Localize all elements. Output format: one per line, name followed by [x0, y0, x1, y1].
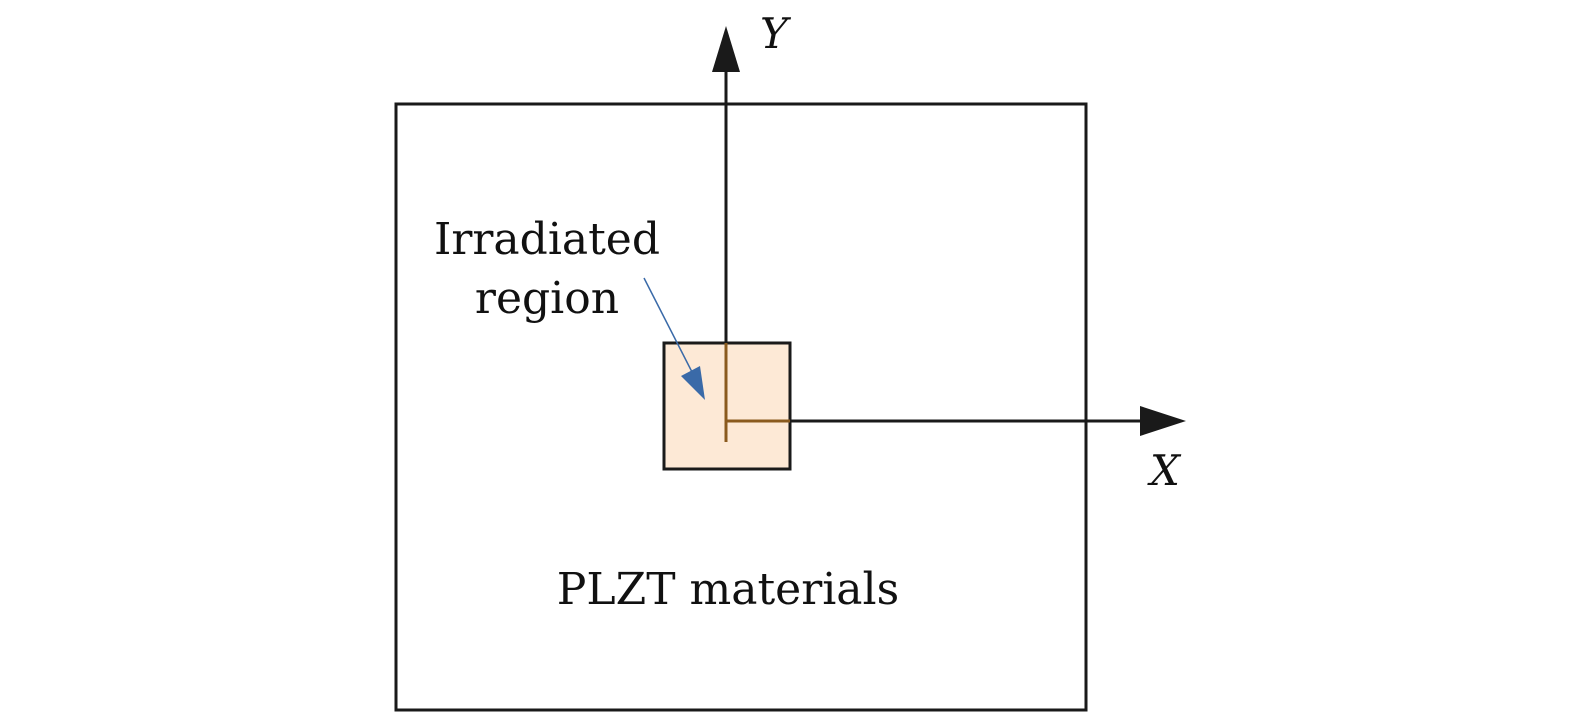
plzt-material-block	[394, 102, 1088, 712]
irradiated-label-line2: region	[475, 273, 619, 324]
y-axis-label: Y	[760, 9, 792, 58]
irradiated-label-line1: Irradiated	[434, 214, 660, 265]
x-axis-arrowhead	[1140, 406, 1186, 436]
y-axis-arrowhead	[712, 26, 740, 72]
material-label: PLZT materials	[557, 564, 899, 615]
x-axis-label: X	[1147, 446, 1182, 495]
pointer-arrow-line	[643, 277, 693, 373]
pointer-arrowhead	[681, 366, 705, 400]
